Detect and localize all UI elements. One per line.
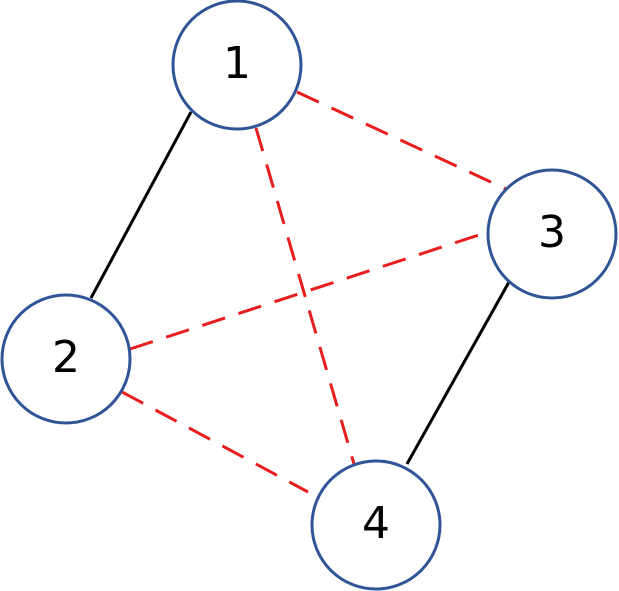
node-3: 3 (486, 168, 618, 300)
edge-1-3 (296, 90, 509, 192)
edge-2-4 (121, 390, 309, 494)
node-2-label: 2 (52, 332, 80, 383)
edges-layer (89, 90, 511, 494)
node-1-circle (171, 0, 303, 131)
node-1-label: 1 (223, 38, 251, 89)
edge-1-2 (89, 111, 193, 299)
node-4-label: 4 (362, 498, 390, 549)
node-1: 1 (171, 0, 303, 131)
edge-2-3 (129, 230, 489, 351)
edge-3-4 (405, 281, 511, 465)
node-4: 4 (310, 459, 442, 591)
edge-1-4 (254, 127, 356, 465)
node-4-circle (310, 459, 442, 591)
node-2-circle (0, 293, 132, 425)
node-3-label: 3 (538, 207, 566, 258)
node-3-circle (486, 168, 618, 300)
node-2: 2 (0, 293, 132, 425)
